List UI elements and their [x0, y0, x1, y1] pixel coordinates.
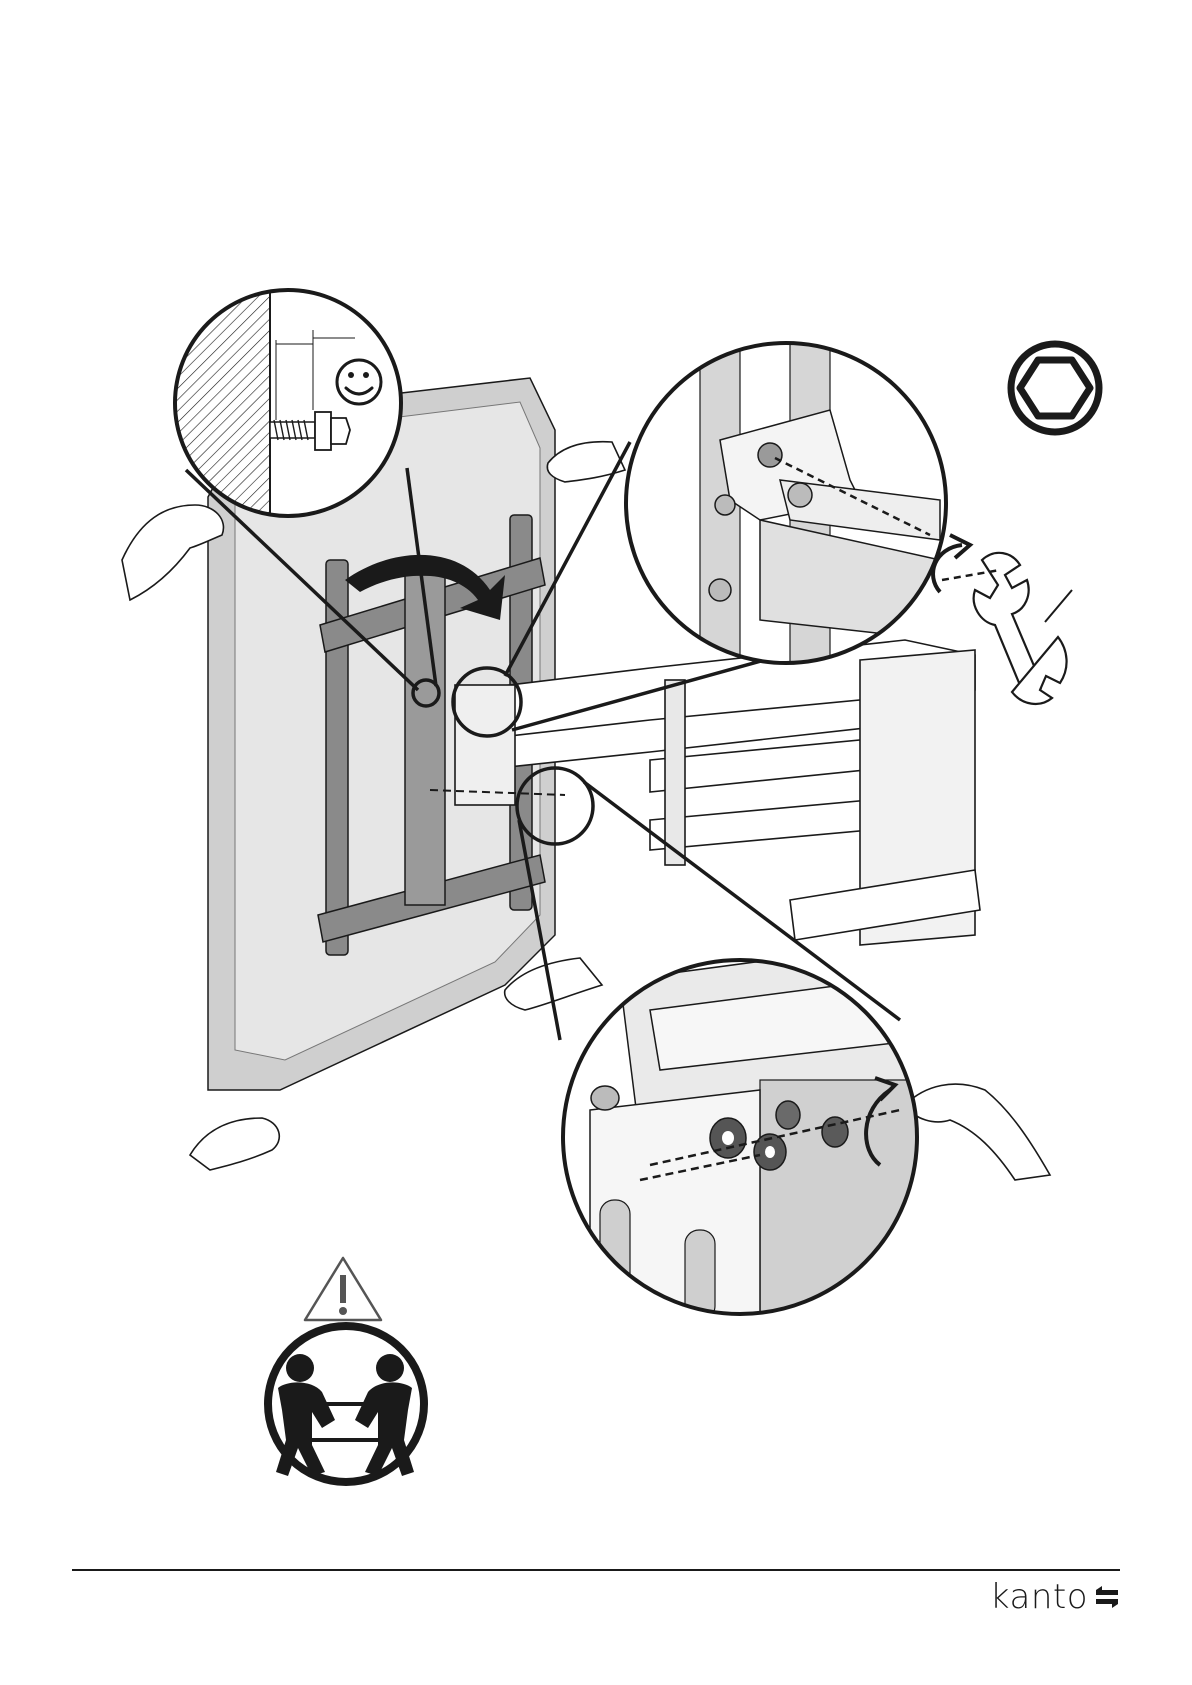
- warning-triangle-icon: [305, 1258, 381, 1320]
- two-person-lift-icon: [268, 1326, 424, 1482]
- brand-mark-icon: [1094, 1584, 1120, 1610]
- footer-rule: [72, 1569, 1120, 1571]
- brand-logo: kanto: [990, 1577, 1120, 1617]
- lower-bracket-nut-detail: [560, 940, 920, 1320]
- hex-socket-icon: [1011, 344, 1099, 432]
- upper-bracket-bolt-detail: [620, 340, 950, 670]
- brand-name: kanto: [990, 1577, 1088, 1617]
- smiley-icon: [337, 360, 381, 404]
